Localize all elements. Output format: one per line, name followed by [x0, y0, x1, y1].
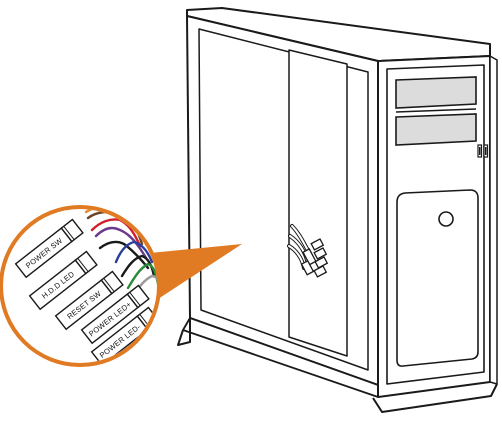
drive-bay-2 [395, 113, 477, 146]
usb-ports [477, 144, 489, 158]
drive-bay-1 [395, 76, 477, 109]
front-door [396, 189, 479, 367]
power-button-icon [438, 211, 454, 227]
front-door-panel [396, 189, 479, 367]
case-foot-front [372, 383, 498, 413]
wire-green [126, 262, 157, 290]
case-front-bevel [489, 55, 498, 385]
wire-black-1 [98, 240, 150, 270]
wire-blue [114, 240, 154, 264]
case-connector-heads [300, 238, 329, 278]
case-rear-panel [288, 49, 348, 357]
wire-purple [94, 226, 148, 260]
drive-bays [395, 76, 477, 146]
callout-pointer [150, 244, 242, 299]
case-foot-left [177, 318, 191, 346]
